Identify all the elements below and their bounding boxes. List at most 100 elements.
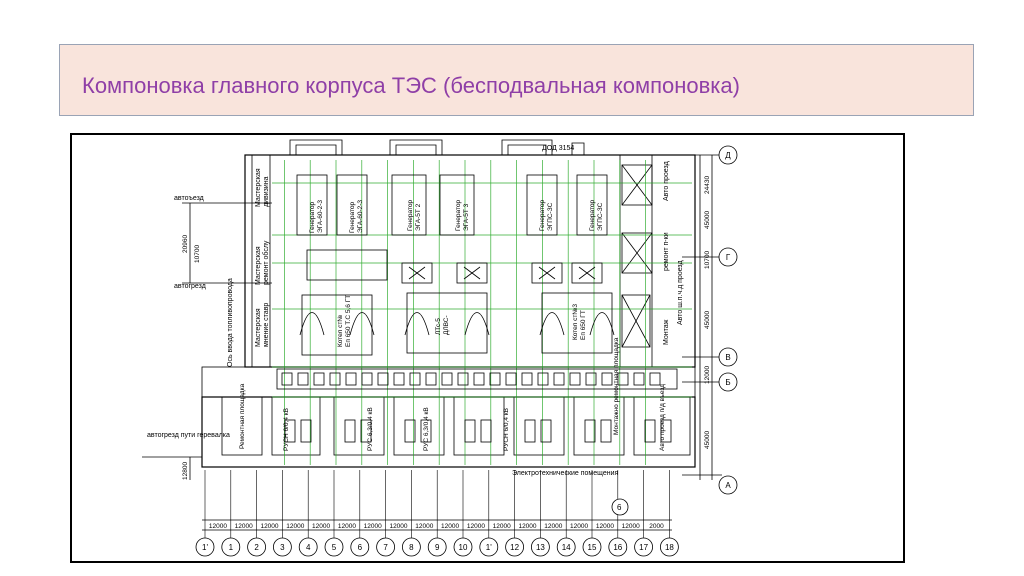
label-repair-shop: Ремонтная площадка bbox=[239, 383, 246, 449]
column-axis-label: 1' bbox=[202, 543, 208, 552]
label-mount-area: Монтаж bbox=[663, 319, 670, 345]
switchgear-unit bbox=[660, 419, 672, 443]
bus-cell bbox=[409, 372, 421, 386]
equipment-arc bbox=[404, 312, 430, 336]
label-gen-3: Генератор bbox=[407, 199, 414, 231]
column-axis-bubble bbox=[505, 537, 525, 557]
column-axis-bubble bbox=[427, 537, 447, 557]
column-dimension: 12000 bbox=[467, 523, 485, 530]
label-workshop-1: Мастерская bbox=[255, 168, 262, 207]
bus-cell bbox=[601, 372, 613, 386]
label-gen-1: Генератор bbox=[309, 201, 316, 233]
label-gen-6: Генератор bbox=[589, 199, 596, 231]
equipment-arc bbox=[299, 312, 325, 336]
bus-cell bbox=[297, 372, 309, 386]
bus-cell bbox=[313, 372, 325, 386]
column-axis-label: 12 bbox=[510, 543, 519, 552]
label-mount-repair: Монтажно ремонтная площадка bbox=[613, 337, 620, 435]
column-axis-bubble bbox=[530, 537, 550, 557]
bus-cell bbox=[569, 372, 581, 386]
bus-cell bbox=[505, 372, 517, 386]
label-rusn-1: РУСН 6/0,4 кВ bbox=[283, 408, 290, 451]
bus-cell bbox=[377, 372, 389, 386]
column-axis-label: 18 bbox=[665, 543, 674, 552]
slide-title: Компоновка главного корпуса ТЭС (бесподв… bbox=[82, 73, 740, 98]
row-dimension: 10700 bbox=[704, 251, 711, 269]
switchgear-unit bbox=[584, 419, 596, 443]
label-autoentry-mid: автогрезд bbox=[174, 283, 206, 290]
label-gen-5b: ЭГПС-ЗС bbox=[547, 202, 554, 231]
column-axis-label: 4 bbox=[306, 543, 311, 552]
equipment-outline bbox=[306, 249, 388, 281]
row-dimension: 45000 bbox=[704, 311, 711, 329]
row-axis-label: А bbox=[725, 481, 731, 490]
bus-cell bbox=[617, 372, 629, 386]
equipment-outline bbox=[296, 174, 328, 236]
switchgear-unit bbox=[284, 419, 296, 443]
column-axis-label: 10 bbox=[459, 543, 468, 552]
column-axis-bubble bbox=[195, 537, 215, 557]
left-dimension: 12800 bbox=[182, 462, 189, 480]
row-dimension: 45000 bbox=[704, 431, 711, 449]
bus-cell bbox=[393, 372, 405, 386]
switchgear-unit bbox=[344, 419, 356, 443]
label-gen-5: Генератор bbox=[539, 199, 546, 231]
equipment-arc bbox=[589, 312, 615, 336]
label-gen-6b: ЭГПС-ЗС bbox=[597, 202, 604, 231]
label-boiler-3: Котел ст№3 bbox=[572, 304, 579, 340]
equipment-outline bbox=[526, 174, 558, 236]
equipment-arc bbox=[539, 312, 565, 336]
column-axis-bubble bbox=[350, 537, 370, 557]
equipment-outline bbox=[401, 262, 433, 284]
column-axis-label: 7 bbox=[383, 543, 388, 552]
bus-cell bbox=[473, 372, 485, 386]
equipment-cross bbox=[538, 266, 556, 280]
label-workshop-1b: дивизина bbox=[263, 176, 270, 207]
column-dimension: 12000 bbox=[260, 523, 278, 530]
column-axis-bubble bbox=[272, 537, 292, 557]
column-dimension: 12000 bbox=[441, 523, 459, 530]
column-axis-label: 1' bbox=[486, 543, 492, 552]
equipment-outline bbox=[276, 368, 678, 390]
column-axis-label: 1 bbox=[229, 543, 234, 552]
row-axis-bubble bbox=[718, 347, 738, 367]
switchgear-unit bbox=[524, 419, 536, 443]
column-axis-bubble bbox=[221, 537, 241, 557]
column-dimension: 12000 bbox=[622, 523, 640, 530]
row-axis-bubble bbox=[718, 372, 738, 392]
equipment-cross bbox=[463, 266, 481, 280]
column-axis-bubble bbox=[298, 537, 318, 557]
equipment-outline bbox=[571, 262, 603, 284]
column-dimension: 12000 bbox=[235, 523, 253, 530]
label-gen-1b: ЭГА-60-2-3 bbox=[317, 200, 324, 233]
equipment-cross bbox=[408, 266, 426, 280]
bus-cell bbox=[425, 372, 437, 386]
equipment-outline bbox=[391, 174, 427, 236]
label-autoentry-top: автоъезд bbox=[174, 195, 204, 202]
row-axis-bubble bbox=[718, 247, 738, 267]
row-dimension: 12000 bbox=[704, 366, 711, 384]
column-axis-bubble bbox=[453, 537, 473, 557]
equipment-outline bbox=[456, 262, 488, 284]
row-axis-bubble bbox=[718, 475, 738, 495]
column-axis-bubble bbox=[401, 537, 421, 557]
equipment-outline bbox=[541, 292, 613, 354]
label-gen-4b: ЭГА-5Т 3 bbox=[463, 203, 470, 231]
label-aux-pass: Авто ш.п.ч.д проезд bbox=[677, 260, 684, 325]
row-axis-label: Г bbox=[726, 253, 731, 262]
label-boiler-1: Котел ст№ bbox=[337, 315, 344, 347]
callout-label: 6 bbox=[617, 503, 622, 512]
label-rusn-3: РУС 6,3/0,4 кВ bbox=[423, 407, 430, 451]
column-axis-bubble bbox=[556, 537, 576, 557]
label-rusn-4: РУСН 6/0,4 кВ bbox=[503, 408, 510, 451]
column-axis-label: 17 bbox=[639, 543, 648, 552]
switchgear-unit bbox=[404, 419, 416, 443]
bus-cell bbox=[537, 372, 549, 386]
column-axis-label: 3 bbox=[280, 543, 285, 552]
column-axis-bubble bbox=[582, 537, 602, 557]
equipment-outline bbox=[406, 292, 488, 354]
column-axis-bubble bbox=[479, 537, 499, 557]
switchgear-unit bbox=[600, 419, 612, 443]
